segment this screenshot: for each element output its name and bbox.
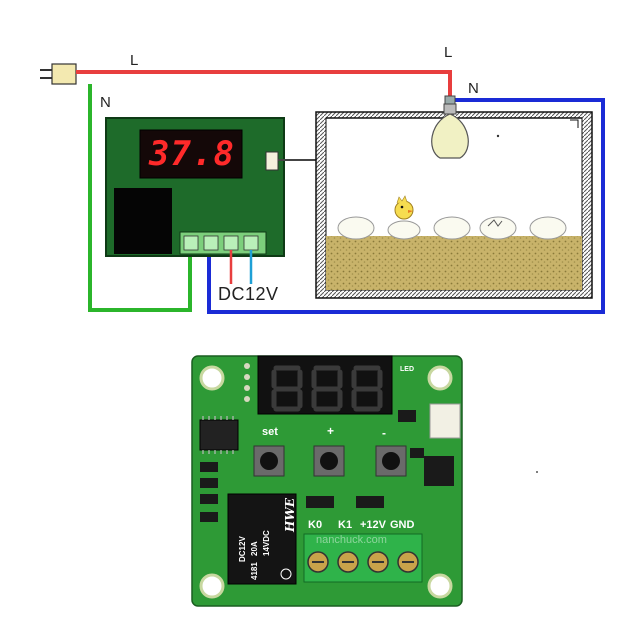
relay-spec-current: 20A [250, 541, 259, 556]
plus-button-label: + [327, 424, 335, 438]
relay-brand: HWE [283, 498, 297, 532]
sensor-connector [429, 403, 461, 439]
terminal-label-k0: K0 [308, 519, 323, 531]
neutral-label-right: N [468, 80, 479, 97]
neutral-label-left: N [100, 94, 111, 111]
eggs [337, 216, 567, 240]
led-label: LED [400, 366, 414, 373]
dust-speck [496, 134, 500, 138]
relay-spec-voltage: 14VDC [262, 530, 271, 556]
stray-dot [536, 471, 538, 473]
screw-terminals [307, 551, 419, 573]
set-button-label: set [262, 426, 278, 438]
light-bulb-icon [431, 95, 469, 159]
minus-button[interactable] [375, 445, 407, 477]
live-label-left: L [130, 52, 139, 69]
neutral-wire-blue [207, 98, 605, 314]
terminal-label-12v: +12V [360, 519, 386, 531]
live-label-right: L [444, 44, 453, 61]
chick-icon [394, 195, 414, 220]
supply-voltage-label: DC12V [218, 284, 279, 304]
watermark: nanchuck.com [316, 534, 387, 546]
seven-segment-digits [271, 365, 383, 412]
controller-board [105, 117, 285, 257]
thermostat-pcb [191, 355, 463, 607]
terminal-label-gnd: GND [390, 519, 415, 531]
relay-spec-code: 4181 [250, 562, 259, 580]
temperature-display: 37.8 [149, 134, 235, 174]
live-wire [76, 70, 452, 96]
terminal-label-k1: K1 [338, 519, 353, 531]
neutral-wire-green [88, 84, 192, 312]
minus-button-label: - [382, 426, 386, 440]
power-plug-icon [40, 63, 77, 85]
set-button[interactable] [253, 445, 285, 477]
plus-button[interactable] [313, 445, 345, 477]
relay-model: DC12V [238, 536, 247, 562]
